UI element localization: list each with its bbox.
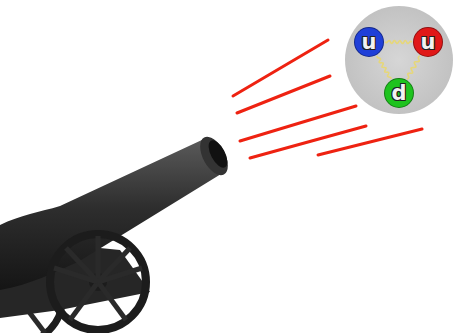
gluon-line bbox=[377, 56, 391, 79]
quark-label: u bbox=[362, 32, 377, 53]
quark-label: d bbox=[391, 83, 406, 104]
quark-circle: u bbox=[354, 27, 384, 57]
barrel bbox=[0, 139, 221, 290]
gluon-line bbox=[407, 56, 420, 79]
muzzle-ring bbox=[194, 132, 233, 179]
quark-circle: d bbox=[384, 78, 414, 108]
quark-circle: u bbox=[413, 27, 443, 57]
muzzle-bore bbox=[205, 137, 231, 170]
quark-label: u bbox=[421, 32, 436, 53]
gluon-line bbox=[385, 40, 412, 43]
proton-disk bbox=[345, 6, 453, 114]
beam-lines bbox=[233, 40, 422, 158]
front-wheel bbox=[50, 234, 146, 330]
